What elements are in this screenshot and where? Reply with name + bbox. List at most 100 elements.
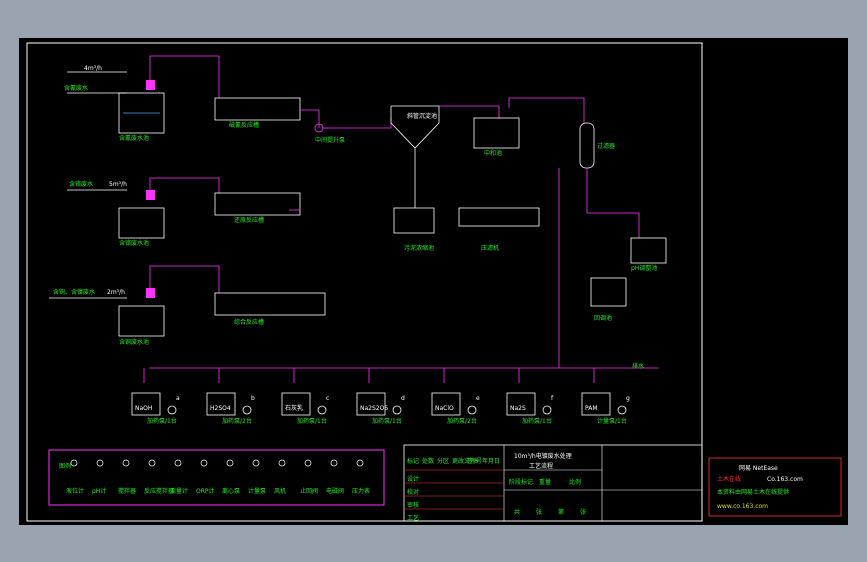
legend-symbol-icon xyxy=(96,459,104,467)
pump-icon xyxy=(146,80,155,90)
pump-note: 加药泵/1台 xyxy=(297,417,327,425)
header-cell: 年月日 xyxy=(482,457,500,465)
sewer-label: 排水 xyxy=(632,362,644,370)
stamp-line5: www.co.163.com xyxy=(717,503,768,510)
pool-cn-label: 含氰废水池 xyxy=(119,134,149,142)
reagent-tank xyxy=(506,392,536,416)
mixed-line: 含铜、含镍废水 2m³/h 含铜废水池 综合反应槽 xyxy=(49,265,326,346)
bottom-cell: 重量 xyxy=(539,478,551,486)
legend-title: 图例 xyxy=(59,462,71,470)
legend-symbol-icon xyxy=(304,459,312,467)
legend-symbol-icon xyxy=(278,459,286,467)
pump-note: 加药泵/2台 xyxy=(447,417,477,425)
sand-filter xyxy=(579,122,595,169)
header-cell: 签名 xyxy=(467,457,479,465)
dosing-pump-icon xyxy=(317,405,327,415)
legend-item: 流量计 xyxy=(170,487,188,495)
tank-cr-label: 还原反应槽 xyxy=(234,216,264,224)
filter-press xyxy=(458,207,540,227)
tank-cr xyxy=(214,192,301,216)
legend-box xyxy=(48,449,385,506)
reagent-tank xyxy=(281,392,311,416)
legend-symbol-icon xyxy=(226,459,234,467)
reagent-name: Na2S xyxy=(510,405,526,412)
drawing-frame xyxy=(26,42,703,522)
reagent-tank xyxy=(131,392,161,416)
drawing-title: 工艺流程 xyxy=(529,462,553,470)
header-cell: 更改文件号 xyxy=(452,457,482,465)
ph-tank-label: pH调整池 xyxy=(631,264,657,272)
tank-cn xyxy=(214,97,301,121)
pump-tag: f xyxy=(551,395,554,402)
tank-cn-label: 破氰反应槽 xyxy=(229,121,259,129)
sand-filter-label: 过滤器 xyxy=(597,142,615,150)
lift-pump-label: 中间提升泵 xyxy=(315,136,345,144)
pump-note: 加药泵/1台 xyxy=(372,417,402,425)
reagent-name: PAM xyxy=(585,405,598,412)
middle-pool-label: 中和池 xyxy=(484,149,502,157)
pump-note: 加药泵/1台 xyxy=(147,417,177,425)
chrome-in-label: 含铬废水 xyxy=(69,180,93,188)
pool-cr-label: 含铬废水池 xyxy=(119,239,149,247)
chrome-line: 含铬废水 5m³/h 含铬废水池 还原反应槽 xyxy=(67,177,301,247)
flow-label-mix: 2m³/h xyxy=(107,289,125,296)
title-block: 10m³/h电镀废水处理 工艺流程 设计校对审核工艺 标记处数分区更改文件号签名… xyxy=(403,444,703,522)
dosing-pump-icon xyxy=(542,405,552,415)
reagent-tank xyxy=(581,392,611,416)
pool-mix-label: 含铜废水池 xyxy=(119,338,149,346)
legend-item: ORP计 xyxy=(196,487,215,495)
bottom-cell: 比例 xyxy=(569,478,581,486)
role-label: 审核 xyxy=(407,501,419,509)
ph-adj xyxy=(590,277,627,307)
middle-pool xyxy=(473,117,520,149)
sheet-cell: 第 xyxy=(558,508,564,516)
mixed-in-label: 含铜、含镍废水 xyxy=(53,288,95,296)
legend-symbol-icon xyxy=(356,459,364,467)
dosing-pump-icon xyxy=(242,405,252,415)
pool-cr xyxy=(118,207,165,239)
flow-label-ni: 5m³/h xyxy=(109,181,127,188)
legend-item: 计量泵 xyxy=(248,487,266,495)
reagent-name: Na2S2O5 xyxy=(360,405,388,412)
stamp-line4: 本资料由网易土木在线提供 xyxy=(717,488,789,496)
pump-note: 计量泵/1台 xyxy=(597,417,627,425)
reagent-name: NaClO xyxy=(435,405,454,412)
pump-tag: c xyxy=(326,395,329,402)
dosing-pump-icon xyxy=(392,405,402,415)
filter-press-label: 压滤机 xyxy=(481,244,499,252)
reagent-tanks: NaOH加药泵/1台aH2SO4加药泵/2台b石灰乳加药泵/1台cNa2S2O5… xyxy=(131,368,630,425)
process-flow-diagram: 4m³/h 含氰废水 含氰废水池 破氰反应槽 中间提升泵 含铬废水 5m³/h … xyxy=(26,42,842,522)
legend-symbol-icon xyxy=(148,459,156,467)
legend-item: 电磁阀 xyxy=(326,487,344,495)
tank-mix-label: 综合反应槽 xyxy=(234,318,264,326)
pool-mix xyxy=(118,305,165,337)
stamp-line1: 网易 NetEase xyxy=(739,465,778,472)
stamp-line3: 土木在线 xyxy=(717,475,741,483)
dosing-pump-icon xyxy=(167,405,177,415)
tank-mix xyxy=(214,292,326,316)
header-cell: 分区 xyxy=(437,457,449,465)
legend-item: 搅拌器 xyxy=(118,487,136,495)
legend-symbol-icon xyxy=(122,459,130,467)
sludge-tank xyxy=(393,207,435,234)
settler-label: 斜管沉淀池 xyxy=(407,112,437,120)
reagent-tank xyxy=(356,392,386,416)
reagent-tank xyxy=(206,392,236,416)
cyanide-line: 4m³/h 含氰废水 含氰废水池 破氰反应槽 中间提升泵 xyxy=(64,55,392,144)
pump-tag: g xyxy=(626,395,630,402)
flow-label-cn: 4m³/h xyxy=(84,65,102,72)
role-label: 设计 xyxy=(407,475,419,483)
legend-symbol-icon xyxy=(252,459,260,467)
pump-note: 加药泵/1台 xyxy=(522,417,552,425)
legend-item: 压力表 xyxy=(352,487,370,495)
pool-cn xyxy=(118,92,165,134)
role-label: 校对 xyxy=(407,488,419,496)
bottom-cell: 阶段标记 xyxy=(509,478,533,486)
drawing-canvas: 4m³/h 含氰废水 含氰废水池 破氰反应槽 中间提升泵 含铬废水 5m³/h … xyxy=(19,38,848,525)
dosing-pump-icon xyxy=(467,405,477,415)
sludge-tank-label: 污泥浓缩池 xyxy=(404,244,434,252)
stamp-line2: Co.163.com xyxy=(767,476,803,483)
